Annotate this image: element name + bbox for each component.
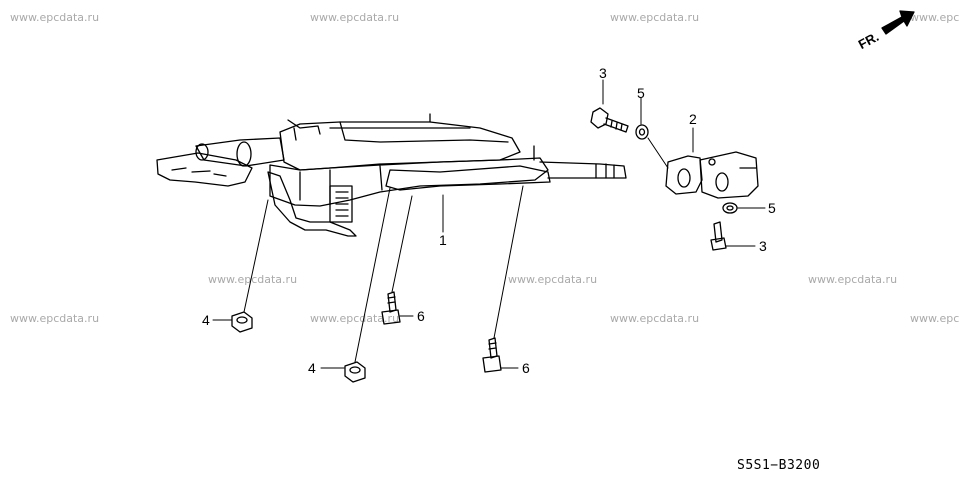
watermark: www.epc	[910, 11, 960, 24]
callout-4-left: 4	[202, 312, 210, 328]
watermark: www.epcdata.ru	[208, 273, 298, 286]
washer-5-top-hole	[638, 128, 646, 136]
washer-5-top	[635, 124, 649, 140]
bolt-3-top	[590, 107, 629, 133]
callout-6-bottom: 6	[522, 360, 530, 376]
bolt-6-mid	[381, 291, 401, 325]
nut-4-bottom	[344, 361, 366, 383]
callout-5-top: 5	[637, 85, 645, 101]
callout-5-right: 5	[768, 200, 776, 216]
watermark: www.epcdata.ru	[10, 312, 100, 325]
callout-1: 1	[439, 232, 447, 248]
callout-3-top: 3	[599, 65, 607, 81]
diagram-code: S5S1−B3200	[737, 458, 821, 473]
universal-joint	[665, 151, 759, 199]
nut-4-left	[231, 311, 253, 333]
bolt-3-bottom	[710, 221, 727, 251]
watermark: www.epcdata.ru	[610, 312, 700, 325]
watermark: www.epc	[910, 312, 960, 325]
front-direction-arrow	[881, 10, 915, 35]
front-direction-label: FR.	[856, 29, 882, 52]
watermark: www.epcdata.ru	[310, 11, 400, 24]
callout-3-bottom: 3	[759, 238, 767, 254]
leader-lines	[212, 79, 766, 369]
washer-5-right-hole	[726, 205, 734, 211]
watermark: www.epcdata.ru	[310, 312, 400, 325]
watermark: www.epcdata.ru	[808, 273, 898, 286]
washer-5-right	[722, 202, 738, 214]
steering-column	[156, 113, 627, 237]
callout-4-bottom: 4	[308, 360, 316, 376]
callout-6-mid: 6	[417, 308, 425, 324]
watermark: www.epcdata.ru	[10, 11, 100, 24]
callout-2: 2	[689, 111, 697, 127]
watermark: www.epcdata.ru	[508, 273, 598, 286]
bolt-6-bottom	[482, 337, 502, 373]
watermark: www.epcdata.ru	[610, 11, 700, 24]
